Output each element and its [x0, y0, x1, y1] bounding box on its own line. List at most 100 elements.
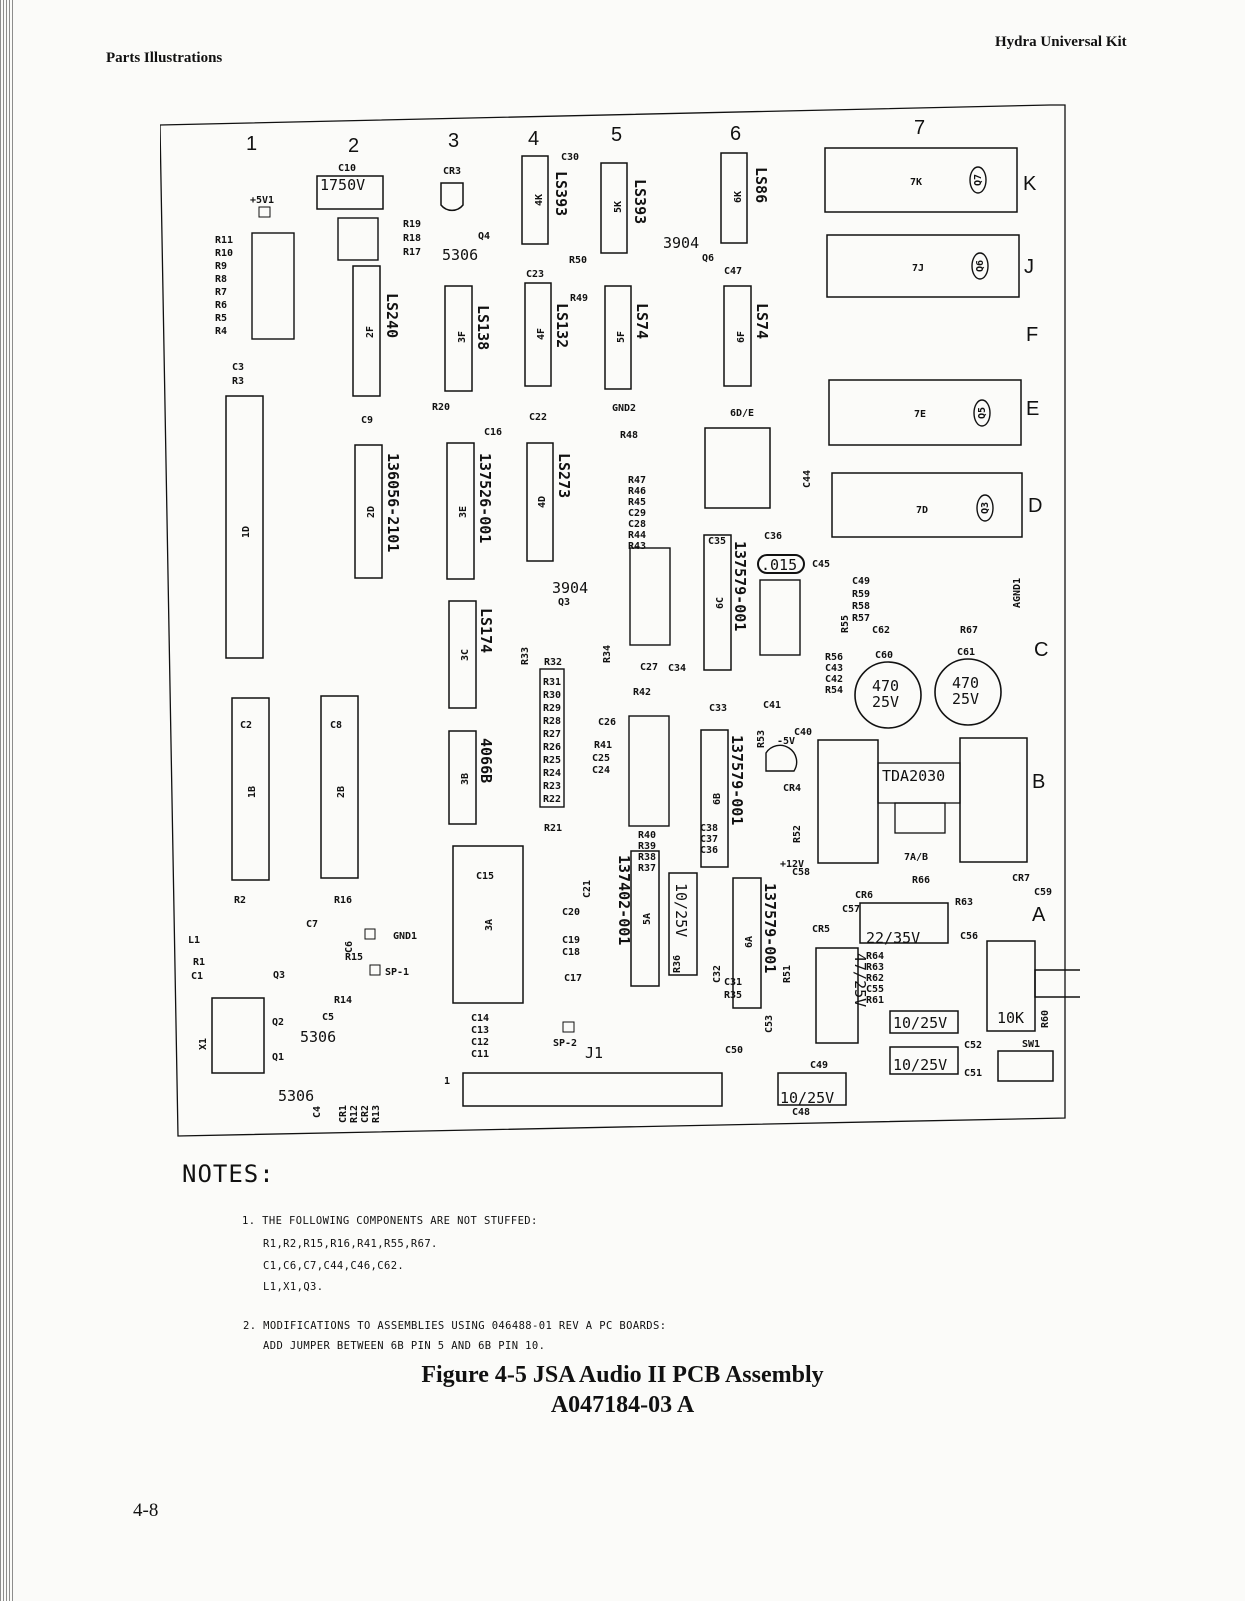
chip-part: 137579-001 [761, 883, 779, 973]
cap-label: C13 [471, 1025, 489, 1036]
resistor-label: R10 [215, 248, 233, 259]
chip-ref: 2B [336, 786, 347, 798]
cap-label: C19 [562, 935, 580, 946]
resistor-label: R33 [520, 647, 531, 665]
transistor-label: Q1 [272, 1052, 284, 1063]
cap-label: C4 [312, 1106, 323, 1118]
transistor-part: 5306 [300, 1028, 336, 1046]
chip-ref: 4K [534, 194, 545, 206]
cap-label: C56 [960, 931, 978, 942]
diode-label: CR4 [783, 783, 801, 794]
cap-label: C55 [866, 984, 884, 995]
resistor-label: R62 [866, 973, 884, 984]
cap-label: C26 [598, 717, 616, 728]
resistor-label: R47 [628, 475, 646, 486]
pin-label: 1 [444, 1076, 450, 1087]
transistor-label: Q5 [977, 407, 988, 419]
resistor-label: R32 [544, 657, 562, 668]
cap-value: 470 [872, 677, 899, 695]
chip-ref: 2F [365, 326, 376, 338]
cap-label: C40 [794, 727, 812, 738]
row-letter: J [1024, 256, 1034, 278]
row-letter: D [1028, 495, 1042, 517]
resistor-label: R34 [602, 645, 613, 663]
cap-label: C48 [792, 1107, 810, 1118]
resistor-pack [251, 217, 379, 340]
resistor-label: R43 [628, 541, 646, 552]
chip-part: 4066B [477, 738, 495, 783]
resistor-label: R45 [628, 497, 646, 508]
note-line: 2. MODIFICATIONS TO ASSEMBLIES USING 046… [243, 1320, 667, 1332]
resistor-label: R19 [403, 219, 421, 230]
cap-label: C36 [764, 531, 782, 542]
electrolytic-capacitor [889, 1046, 959, 1075]
cap-value: 10/25V [893, 1056, 947, 1074]
chip-part: LS393 [552, 171, 570, 216]
cap-value: .015 [761, 556, 797, 574]
chip-label: 7A/B [904, 852, 928, 863]
cap-label: C6 [344, 941, 355, 953]
cap-label: C37 [700, 834, 718, 845]
chip-part: LS86 [752, 167, 770, 203]
resistor-label: R46 [628, 486, 646, 497]
transistor-part: 3904 [663, 234, 699, 252]
cap-label: C50 [725, 1045, 743, 1056]
cap-label: C35 [708, 536, 726, 547]
resistor-label: R58 [852, 601, 870, 612]
chip-part: LS74 [633, 303, 651, 339]
resistor-ladder [628, 547, 801, 827]
resistor-label: R67 [960, 625, 978, 636]
electrolytic-capacitor [777, 1072, 847, 1106]
transistor-label: Q2 [272, 1017, 284, 1028]
row-letter: E [1026, 398, 1039, 420]
cap-label: C3 [232, 362, 244, 373]
cap-label: C16 [484, 427, 502, 438]
chip-part: LS132 [553, 303, 571, 348]
transistor-label: Q6 [702, 253, 714, 264]
test-pad [364, 928, 376, 940]
resistor-label: R37 [638, 863, 656, 874]
cap-label: C28 [628, 519, 646, 530]
resistor-label: R23 [543, 781, 561, 792]
potentiometer-shaft [1034, 969, 1080, 998]
resistor-label: R5 [215, 313, 227, 324]
resistor-label: R29 [543, 703, 561, 714]
chip-ref: 6B [712, 793, 723, 805]
switch [997, 1050, 1054, 1082]
resistor-label: R54 [825, 685, 843, 696]
chip-ref: 3C [460, 649, 471, 661]
chip-ref: 1B [247, 786, 258, 798]
chip-ref: 5F [616, 331, 627, 343]
inductor-label: L1 [188, 935, 200, 946]
chip-ref: 5K [613, 201, 624, 213]
resistor-label: R66 [912, 875, 930, 886]
chip-ref: 6K [733, 191, 744, 203]
resistor-label: R17 [403, 247, 421, 258]
chip-part: 137579-001 [728, 735, 746, 825]
cap-label: C43 [825, 663, 843, 674]
cap-label: C32 [712, 965, 723, 983]
cap-label: C53 [764, 1015, 775, 1033]
switch-label: SW1 [1022, 1039, 1040, 1050]
row-letter: F [1026, 324, 1038, 346]
cap-ref: C10 [338, 163, 356, 174]
cap-label: C17 [564, 973, 582, 984]
chip-ref: 6F [736, 331, 747, 343]
row-letter: B [1032, 771, 1045, 793]
resistor-label: R12 [349, 1105, 360, 1123]
electrolytic-capacitor [815, 947, 859, 1044]
resistor-label: R52 [792, 825, 803, 843]
resistor-label: R42 [633, 687, 651, 698]
transistor-symbol [969, 166, 994, 522]
cap-label: C22 [529, 412, 547, 423]
cap-label: C57 [842, 904, 860, 915]
ic-package [704, 427, 771, 509]
resistor-label: R8 [215, 274, 227, 285]
cap-label: C51 [964, 1068, 982, 1079]
cap-label: C59 [1034, 887, 1052, 898]
cap-label: C36 [700, 845, 718, 856]
resistor-ladder [539, 668, 565, 808]
chip-ref: 6C [715, 597, 726, 609]
cap-label: C31 [724, 977, 742, 988]
resistor-label: R13 [371, 1105, 382, 1123]
